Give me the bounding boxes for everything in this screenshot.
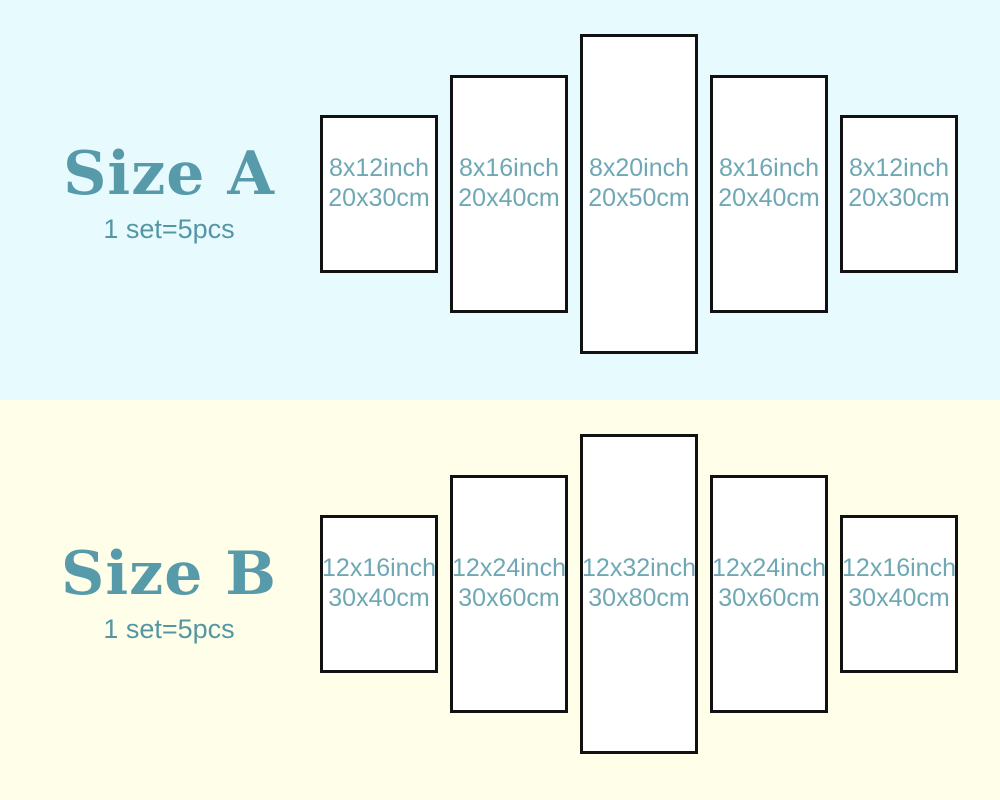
canvas-panel: 12x16inch 30x40cm [320,515,438,673]
size-a-section: Size A 1 set=5pcs 8x12inch 20x30cm 8x16i… [0,0,1000,400]
canvas-panel: 12x24inch 30x60cm [450,475,568,713]
panel-size-label: 8x16inch 20x40cm [718,153,819,213]
panel-size-cm: 20x50cm [588,184,690,212]
panel-size-label: 12x16inch 30x40cm [842,553,956,613]
panel-size-label: 12x32inch 30x80cm [582,553,696,613]
panel-size-cm: 30x40cm [328,584,430,612]
panel-size-label: 8x12inch 20x30cm [848,153,949,213]
section-subtitle: 1 set=5pcs [103,613,235,644]
size-b-section: Size B 1 set=5pcs 12x16inch 30x40cm 12x2… [0,400,1000,800]
panel-size-label: 12x24inch 30x60cm [712,553,826,613]
panel-size-inch: 8x12inch [328,154,430,182]
canvas-panel: 12x24inch 30x60cm [710,475,828,713]
canvas-panel: 8x20inch 20x50cm [580,34,698,354]
panel-size-cm: 20x40cm [458,184,560,212]
panel-size-inch: 12x24inch [452,554,566,582]
panel-size-cm: 30x80cm [588,584,690,612]
panel-size-cm: 30x40cm [848,584,950,612]
panel-size-inch: 12x16inch [842,554,956,582]
canvas-panel: 12x16inch 30x40cm [840,515,958,673]
size-a-panels: 8x12inch 20x30cm 8x16inch 20x40cm 8x20in… [320,0,1000,394]
section-title: Size B [61,538,277,609]
canvas-panel: 8x16inch 20x40cm [710,75,828,313]
size-b-panels: 12x16inch 30x40cm 12x24inch 30x60cm 12x3… [320,394,1000,794]
canvas-panel: 8x12inch 20x30cm [320,115,438,273]
panel-size-label: 12x16inch 30x40cm [322,553,436,613]
size-b-title-block: Size B 1 set=5pcs [0,394,320,794]
panel-size-cm: 20x30cm [328,184,430,212]
canvas-panel: 8x16inch 20x40cm [450,75,568,313]
panel-size-label: 12x24inch 30x60cm [452,553,566,613]
size-a-title-block: Size A 1 set=5pcs [0,0,320,394]
panel-size-label: 8x12inch 20x30cm [328,153,429,213]
panel-size-cm: 20x30cm [848,184,950,212]
panel-size-inch: 12x24inch [712,554,826,582]
section-subtitle: 1 set=5pcs [103,213,235,244]
panel-size-cm: 30x60cm [718,584,820,612]
panel-size-inch: 8x12inch [848,154,950,182]
canvas-panel: 12x32inch 30x80cm [580,434,698,754]
panel-size-inch: 8x20inch [588,154,690,182]
panel-size-label: 8x16inch 20x40cm [458,153,559,213]
canvas-panel: 8x12inch 20x30cm [840,115,958,273]
panel-size-inch: 12x32inch [582,554,696,582]
panel-size-label: 8x20inch 20x50cm [588,153,689,213]
panel-size-cm: 20x40cm [718,184,820,212]
panel-size-cm: 30x60cm [458,584,560,612]
panel-size-inch: 8x16inch [458,154,560,182]
panel-size-inch: 8x16inch [718,154,820,182]
section-title: Size A [63,138,275,209]
panel-size-inch: 12x16inch [322,554,436,582]
